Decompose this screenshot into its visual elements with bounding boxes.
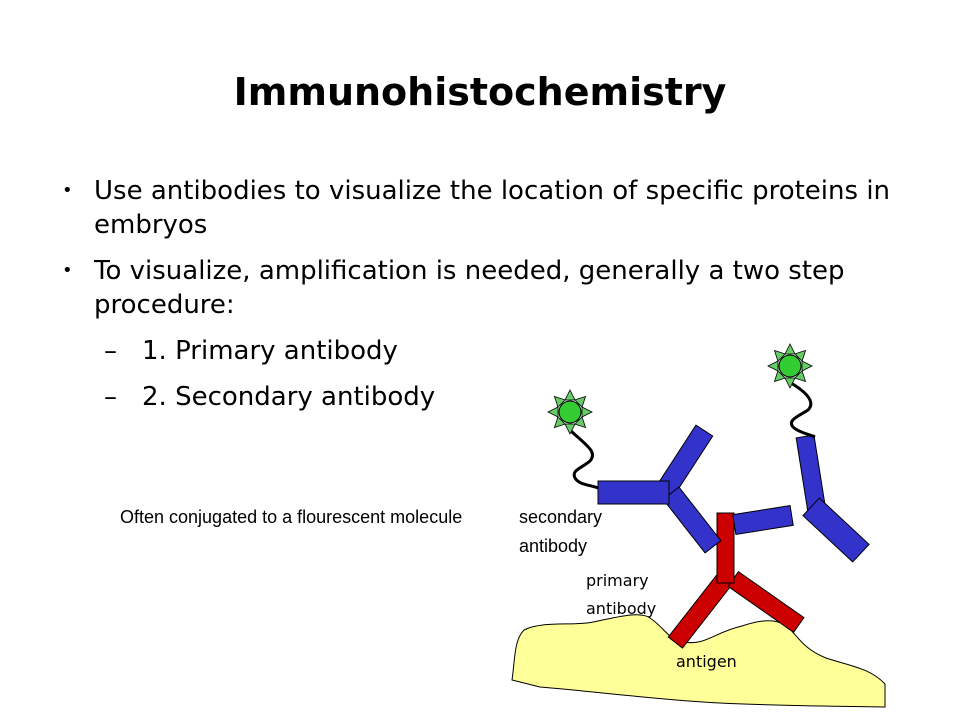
sub-bullet-item: – 2. Secondary antibody (56, 380, 916, 414)
bullet-item: • To visualize, amplification is needed,… (56, 254, 916, 322)
primary-antibody-label-line2: antibody (586, 599, 656, 618)
secondary-antibody-arm-lower (662, 486, 722, 554)
sub-bullet-item: – 1. Primary antibody (56, 334, 916, 368)
linker-right (790, 381, 816, 439)
primary-antibody-stem (716, 512, 735, 584)
antigen-label: antigen (676, 652, 737, 671)
secondary-antibody-label-line1: secondary (519, 507, 602, 527)
secondary-antibody-stem (732, 505, 794, 535)
bullet-marker: • (62, 180, 73, 201)
secondary-antibody-stem (597, 480, 670, 505)
bullet-text: Use antibodies to visualize the location… (94, 176, 891, 240)
fluorescent-caption: Often conjugated to a flourescent molecu… (120, 507, 463, 527)
primary-antibody (667, 512, 805, 649)
bullet-list: • Use antibodies to visualize the locati… (56, 174, 916, 426)
fluorophore-left (547, 389, 593, 435)
bullet-item: • Use antibodies to visualize the locati… (56, 174, 916, 242)
secondary-antibody-right (732, 434, 870, 563)
bullet-marker: • (62, 260, 73, 281)
secondary-antibody-arm-lower (802, 497, 870, 563)
secondary-antibody-label-line2: antibody (519, 536, 587, 556)
primary-antibody-label-line1: primary (586, 571, 649, 590)
dash-marker: – (104, 382, 117, 412)
fluorophore-right (767, 343, 813, 389)
linker-left (569, 429, 599, 490)
dash-marker: – (104, 336, 117, 366)
secondary-antibody-left (597, 424, 722, 554)
page-title: Immunohistochemistry (233, 70, 727, 114)
sub-bullet-text: 2. Secondary antibody (142, 382, 436, 412)
sub-bullet-text: 1. Primary antibody (142, 336, 398, 366)
antigen-shape (511, 614, 886, 708)
bullet-text: To visualize, amplification is needed, g… (94, 256, 845, 320)
